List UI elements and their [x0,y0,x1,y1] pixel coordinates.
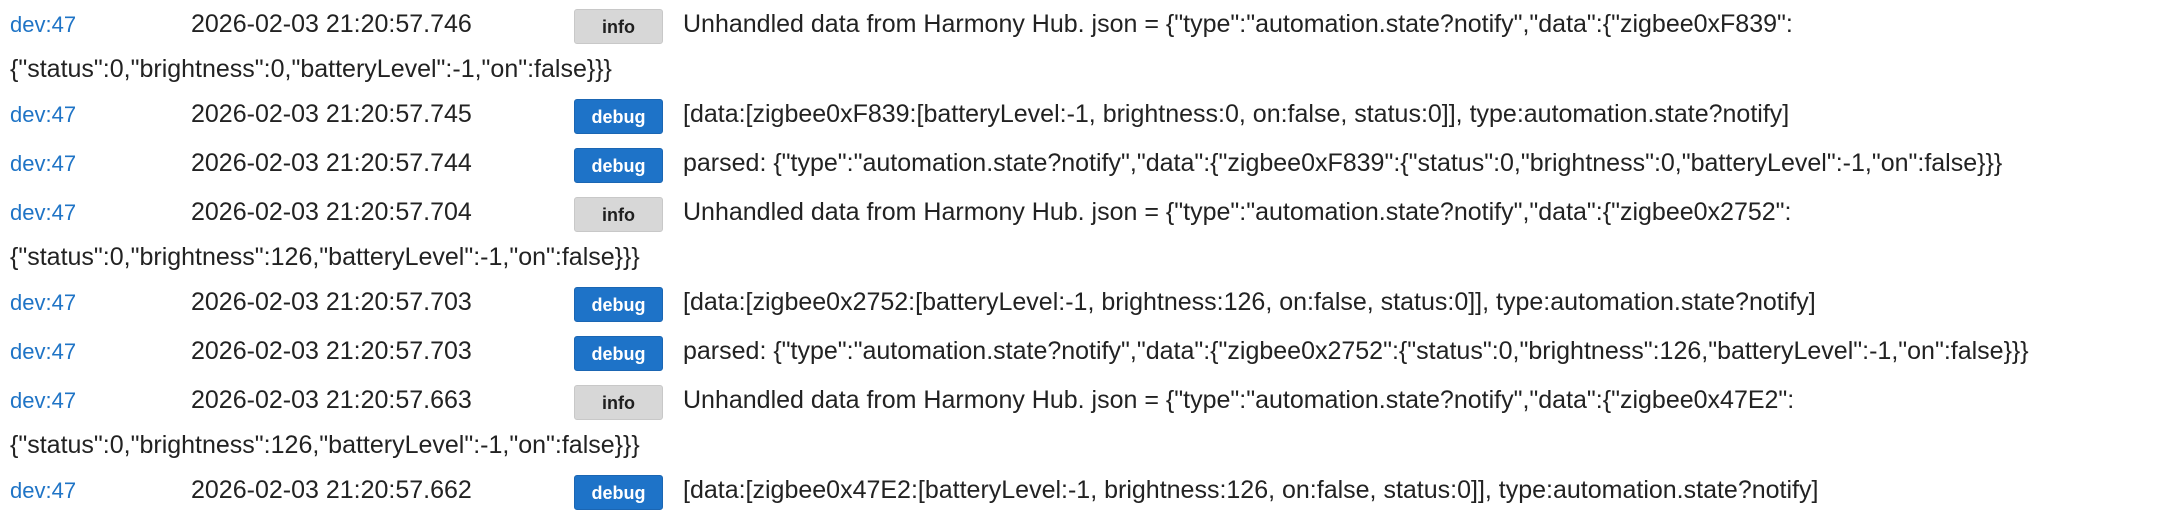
timestamp: 2026-02-03 21:20:57.745 [191,100,472,128]
level-badge-info: info [574,9,663,44]
level-badge-debug: debug [574,336,663,371]
source-link[interactable]: dev:47 [10,200,77,225]
log-message: [data:[zigbee0x2752:[batteryLevel:-1, br… [683,288,1816,316]
log-entry: dev:47 2026-02-03 21:20:57.746 info Unha… [0,0,2176,90]
level-badge-debug: debug [574,148,663,183]
log-entry: dev:47 2026-02-03 21:20:57.703 debug [da… [0,278,2176,327]
source-link[interactable]: dev:47 [10,102,77,127]
log-message-continuation: {"status":0,"brightness":126,"batteryLev… [10,431,640,459]
source-link[interactable]: dev:47 [10,12,77,37]
log-message: [data:[zigbee0xF839:[batteryLevel:-1, br… [683,100,1790,128]
log-message-continuation: {"status":0,"brightness":126,"batteryLev… [10,243,640,271]
level-badge-info: info [574,385,663,420]
log-message: parsed: {"type":"automation.state?notify… [683,337,2029,365]
log-message: parsed: {"type":"automation.state?notify… [683,149,2003,177]
source-link[interactable]: dev:47 [10,151,77,176]
level-badge-debug: debug [574,99,663,134]
timestamp: 2026-02-03 21:20:57.704 [191,198,472,226]
timestamp: 2026-02-03 21:20:57.744 [191,149,472,177]
log-entry-line: dev:47 2026-02-03 21:20:57.662 debug [da… [0,466,2176,515]
log-message: Unhandled data from Harmony Hub. json = … [683,10,1793,38]
log-entry-line: dev:47 2026-02-03 21:20:57.703 debug [da… [0,278,2176,327]
log-message-continuation: {"status":0,"brightness":0,"batteryLevel… [10,55,612,83]
source-link[interactable]: dev:47 [10,478,77,503]
level-badge-debug: debug [574,475,663,510]
timestamp: 2026-02-03 21:20:57.662 [191,476,472,504]
log-entry-line: dev:47 2026-02-03 21:20:57.744 debug par… [0,139,2176,188]
log-message: Unhandled data from Harmony Hub. json = … [683,386,1795,414]
timestamp: 2026-02-03 21:20:57.746 [191,10,472,38]
log-entry: dev:47 2026-02-03 21:20:57.744 debug par… [0,139,2176,188]
log-entry-line: dev:47 2026-02-03 21:20:57.704 info Unha… [0,188,2176,237]
source-link[interactable]: dev:47 [10,388,77,413]
timestamp: 2026-02-03 21:20:57.663 [191,386,472,414]
log-entry-line: dev:47 2026-02-03 21:20:57.703 debug par… [0,327,2176,376]
timestamp: 2026-02-03 21:20:57.703 [191,337,472,365]
level-badge-debug: debug [574,287,663,322]
log-message: [data:[zigbee0x47E2:[batteryLevel:-1, br… [683,476,1819,504]
log-entry-line: dev:47 2026-02-03 21:20:57.746 info Unha… [0,0,2176,49]
log-message: Unhandled data from Harmony Hub. json = … [683,198,1792,226]
level-badge-info: info [574,197,663,232]
timestamp: 2026-02-03 21:20:57.703 [191,288,472,316]
log-entry: dev:47 2026-02-03 21:20:57.704 info Unha… [0,188,2176,278]
source-link[interactable]: dev:47 [10,290,77,315]
log-entry: dev:47 2026-02-03 21:20:57.663 info Unha… [0,376,2176,466]
log-entry: dev:47 2026-02-03 21:20:57.745 debug [da… [0,90,2176,139]
log-entry-line: dev:47 2026-02-03 21:20:57.745 debug [da… [0,90,2176,139]
log-entry-line: dev:47 2026-02-03 21:20:57.663 info Unha… [0,376,2176,425]
log-entry: dev:47 2026-02-03 21:20:57.703 debug par… [0,327,2176,376]
log-entry: dev:47 2026-02-03 21:20:57.662 debug [da… [0,466,2176,515]
source-link[interactable]: dev:47 [10,339,77,364]
